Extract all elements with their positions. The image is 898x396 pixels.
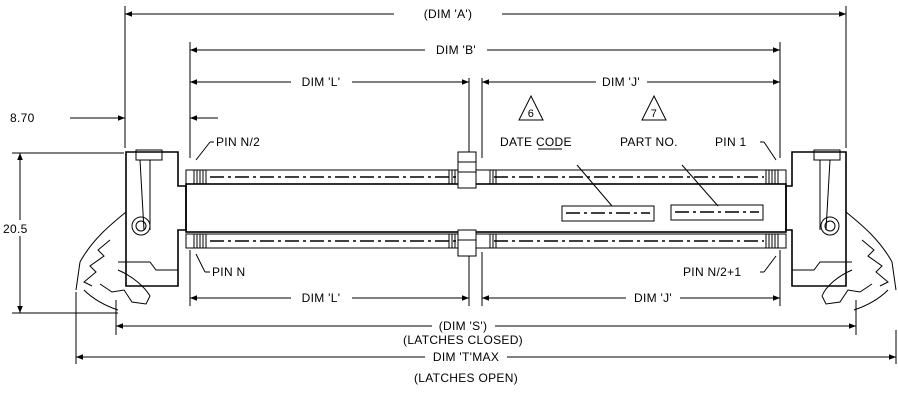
dim-a-label: (DIM 'A')	[424, 7, 473, 21]
contact-centre-hatch	[448, 170, 497, 248]
dimension-text: (DIM 'A') DIM 'B' DIM 'L' DIM 'J' DIM 'L…	[3, 7, 672, 385]
note-7-number: 7	[651, 108, 657, 120]
note-7-triangle: 7	[641, 94, 667, 121]
latches-closed-label: (LATCHES CLOSED)	[403, 333, 523, 347]
dim-b-label: DIM 'B'	[436, 43, 476, 57]
extension-lines	[12, 6, 897, 364]
pin-text: PIN N/2 PIN N PIN 1 PIN N/2+1 DATE CODE …	[212, 135, 747, 279]
contact-end-left	[193, 170, 207, 248]
dim-s-label: (DIM 'S')	[439, 319, 488, 333]
right-latch	[785, 149, 897, 311]
left-latch	[75, 149, 187, 311]
date-code-box	[561, 205, 655, 222]
pin-n-label: PIN N	[212, 265, 246, 279]
date-code-label: DATE CODE	[500, 135, 572, 149]
pin-1-label: PIN 1	[715, 135, 747, 149]
offset-label: 8.70	[10, 111, 35, 125]
note-6-triangle: 6	[518, 94, 544, 121]
dim-j-bottom-label: DIM 'J'	[634, 291, 672, 305]
latches-open-label: (LATCHES OPEN)	[414, 371, 518, 385]
leader-lines	[195, 141, 777, 273]
height-label: 20.5	[3, 222, 28, 236]
connector-body	[185, 151, 787, 257]
part-no-label: PART NO.	[620, 135, 678, 149]
pin-n-half-plus1-label: PIN N/2+1	[683, 265, 741, 279]
note-6-number: 6	[528, 108, 534, 120]
dim-l-top-label: DIM 'L'	[302, 75, 341, 89]
dim-j-top-label: DIM 'J'	[602, 75, 640, 89]
dimension-lines	[17, 11, 896, 360]
contact-end-right	[765, 170, 779, 248]
dim-t-label: DIM 'T'MAX	[433, 350, 499, 364]
dim-l-bottom-label: DIM 'L'	[302, 291, 341, 305]
pin-n-half-label: PIN N/2	[216, 135, 260, 149]
